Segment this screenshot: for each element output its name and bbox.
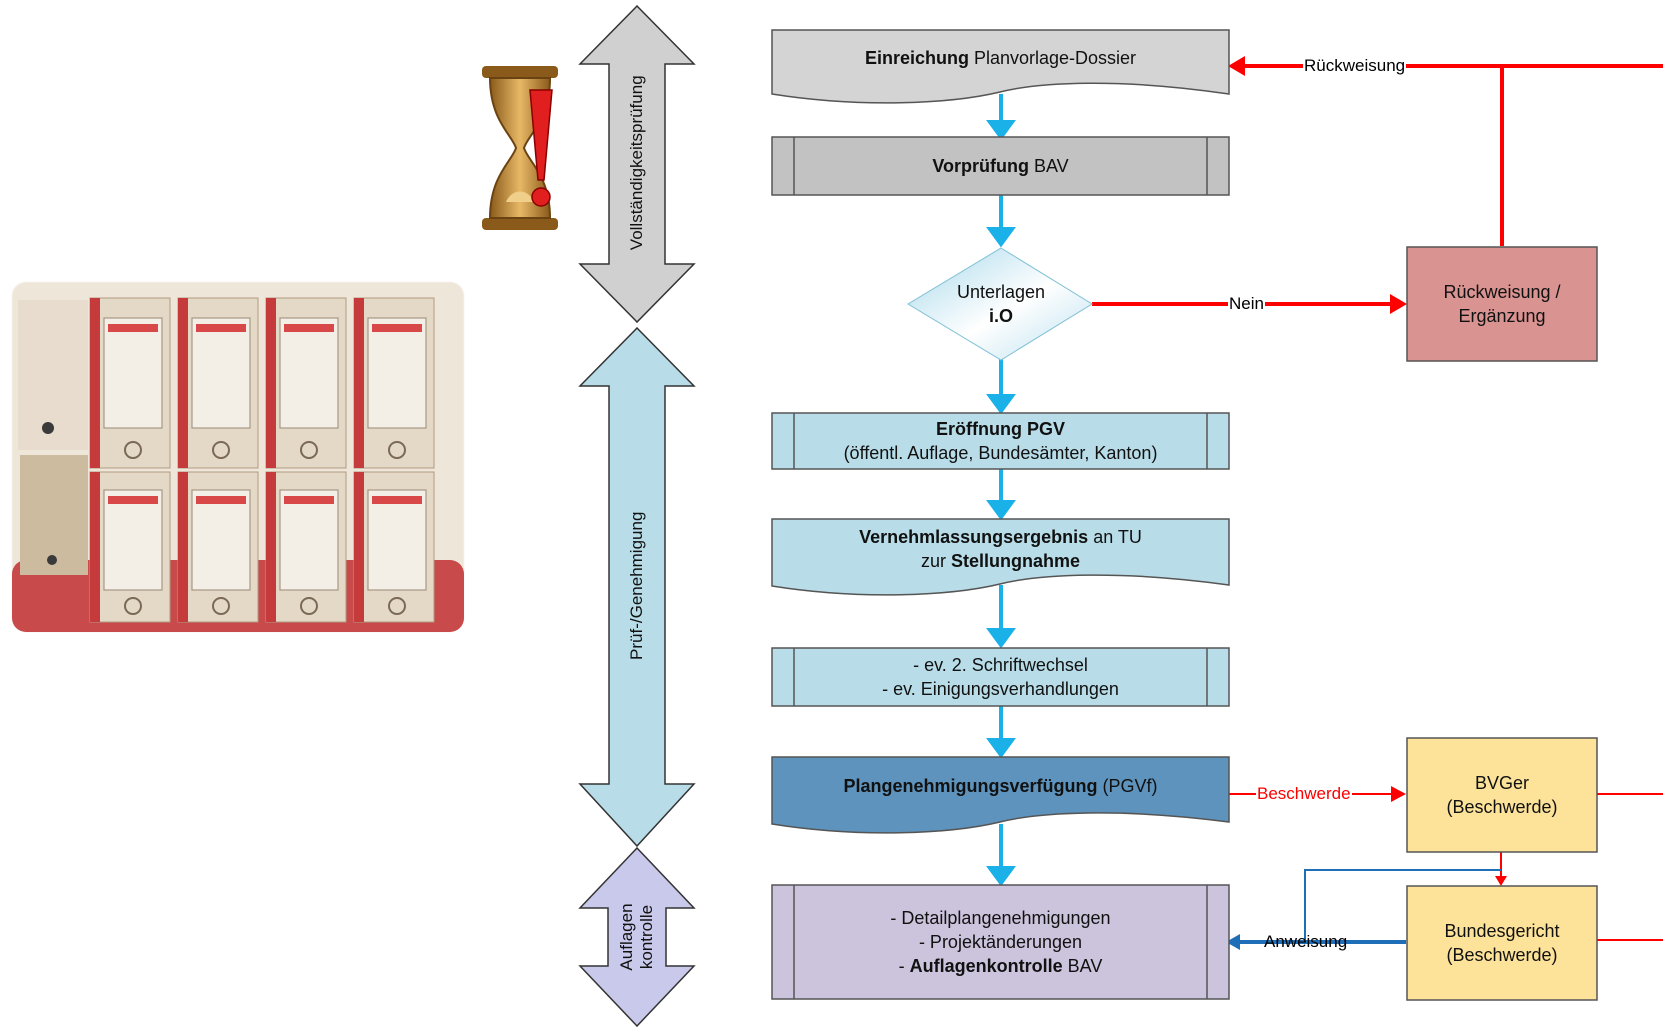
bvger-label: BVGer (Beschwerde) xyxy=(1407,738,1597,852)
flow-arrows xyxy=(986,94,1016,887)
schriftwechsel-label-line2: - ev. Einigungsverhandlungen xyxy=(882,679,1119,699)
rueckweisung-loop xyxy=(1245,64,1663,246)
bundesgericht-box xyxy=(1406,885,1598,1001)
eroeffnung-label-bold: Eröffnung PGV xyxy=(936,418,1065,439)
bvger-label-line2: (Beschwerde) xyxy=(1446,797,1558,817)
detail-label-bold3: Auflagenkontrolle xyxy=(909,956,1063,977)
detail-label-rest3: BAV xyxy=(1062,956,1103,977)
phase-arrow-pruef xyxy=(578,326,696,848)
einreichung-label: Einreichung Planvorlage-Dossier xyxy=(772,30,1229,86)
vernehmlassung-label: Vernehmlassungsergebnis an TU zur Stellu… xyxy=(772,519,1229,579)
edge-label-rueckweisung: Rückweisung xyxy=(1303,56,1407,75)
pgvf-label-bold: Plangenehmigungsverfügung xyxy=(843,775,1098,796)
unterlagen-decision xyxy=(907,247,1093,361)
vernehmlassung-label-rest1: an TU xyxy=(1088,526,1142,547)
eroeffnung-label-line2: (öffentl. Auflage, Bundesämter, Kanton) xyxy=(843,443,1158,463)
rueckweisung-box-label: Rückweisung / Ergänzung xyxy=(1407,247,1597,361)
bundesgericht-label-line2: (Beschwerde) xyxy=(1446,945,1558,965)
vorpruefung-label: Vorprüfung BAV xyxy=(772,137,1229,195)
edge-label-anweisung: Anweisung xyxy=(1264,932,1348,951)
eroeffnung-label: Eröffnung PGV (öffentl. Auflage, Bundesä… xyxy=(772,413,1229,469)
detail-label: - Detailplangenehmigungen - Projektänder… xyxy=(772,885,1229,999)
detail-box xyxy=(771,884,1230,1000)
bvger-to-bundesgericht xyxy=(1495,852,1507,886)
archive-boxes-photo xyxy=(12,282,464,632)
detail-label-line1: - Detailplangenehmigungen xyxy=(890,907,1111,928)
schriftwechsel-label-line1: - ev. 2. Schriftwechsel xyxy=(913,654,1088,675)
pgvf-label-rest: (PGVf) xyxy=(1097,775,1158,796)
eroeffnung-box xyxy=(771,412,1230,470)
rueckweisung-arrowhead xyxy=(1228,56,1245,76)
vorpruefung-label-rest: BAV xyxy=(1028,155,1069,176)
bundesgericht-label: Bundesgericht (Beschwerde) xyxy=(1407,886,1597,1000)
vorpruefung-box xyxy=(771,136,1230,196)
vernehmlassung-box xyxy=(771,518,1230,596)
schriftwechsel-label: - ev. 2. Schriftwechsel - ev. Einigungsv… xyxy=(772,648,1229,706)
phase-arrow-vollstaendigkeit xyxy=(578,4,696,324)
unterlagen-label-line2: i.O xyxy=(988,306,1013,326)
phase-label-vollstaendigkeit: Vollständigkeitsprüfung xyxy=(627,75,647,251)
pgvf-box xyxy=(771,756,1230,834)
hourglass-warning-icon xyxy=(482,66,558,230)
vernehmlassung-label-pre2: zur xyxy=(920,551,951,571)
unterlagen-label: Unterlagen i.O xyxy=(908,272,1094,336)
vernehmlassung-label-bold2: Stellungnahme xyxy=(951,551,1081,571)
unterlagen-label-line1: Unterlagen xyxy=(956,281,1046,302)
anweisung-edge xyxy=(1226,869,1501,950)
rueckweisung-box xyxy=(1406,246,1598,362)
edge-label-beschwerde: Beschwerde xyxy=(1256,784,1352,803)
vernehmlassung-label-bold1: Vernehmlassungsergebnis xyxy=(859,526,1089,547)
einreichung-label-rest: Planvorlage-Dossier xyxy=(968,47,1137,68)
bundesgericht-label-line1: Bundesgericht xyxy=(1444,920,1560,941)
phase-label-auflagen-line2: kontrolle xyxy=(636,904,656,970)
detail-label-line2: - Projektänderungen xyxy=(918,931,1083,952)
phase-arrow-auflagen xyxy=(578,846,696,1028)
rueckweisung-box-line2: Ergänzung xyxy=(1458,306,1546,326)
rueckweisung-box-line1: Rückweisung / xyxy=(1443,281,1561,302)
schriftwechsel-box xyxy=(771,647,1230,707)
einreichung-box xyxy=(771,29,1230,104)
phase-label-auflagen-line1: Auflagen xyxy=(617,903,636,971)
phase-label-pruef: Prüf-/Genehmigung xyxy=(627,511,647,660)
pgvf-label: Plangenehmigungsverfügung (PGVf) xyxy=(772,757,1229,815)
detail-label-pre3: - xyxy=(898,956,910,977)
phase-label-auflagen: Auflagen kontrolle xyxy=(617,887,657,987)
bvger-box xyxy=(1406,737,1598,853)
edge-label-nein: Nein xyxy=(1228,294,1265,313)
vorpruefung-label-bold: Vorprüfung xyxy=(932,155,1029,176)
bvger-label-line1: BVGer xyxy=(1474,772,1530,793)
einreichung-label-bold: Einreichung xyxy=(864,47,969,68)
